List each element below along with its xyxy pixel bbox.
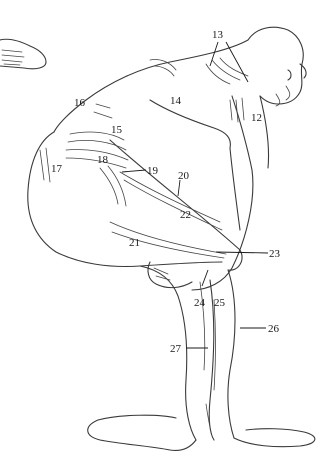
label-21: 21: [129, 237, 140, 249]
label-13: 13: [212, 29, 224, 41]
label-25: 25: [214, 297, 226, 309]
partial-foot-sketch: [0, 39, 46, 69]
label-17: 17: [51, 163, 63, 175]
label-15: 15: [111, 124, 123, 136]
label-12: 12: [251, 112, 262, 124]
label-26: 26: [268, 323, 280, 335]
label-18: 18: [97, 154, 109, 166]
muscle-shading: [40, 58, 248, 436]
label-19: 19: [147, 165, 159, 177]
label-27: 27: [170, 343, 182, 355]
label-24: 24: [194, 297, 206, 309]
leader-23: [216, 252, 268, 253]
label-22: 22: [180, 209, 191, 221]
human-figure-outline: [28, 27, 315, 450]
label-23: 23: [269, 248, 281, 260]
leader-19: [122, 170, 146, 172]
leader-13b: [226, 42, 248, 82]
leader-24: [202, 270, 208, 286]
label-16: 16: [74, 97, 86, 109]
label-14: 14: [170, 95, 182, 107]
label-20: 20: [178, 170, 190, 182]
leader-20: [178, 180, 180, 196]
